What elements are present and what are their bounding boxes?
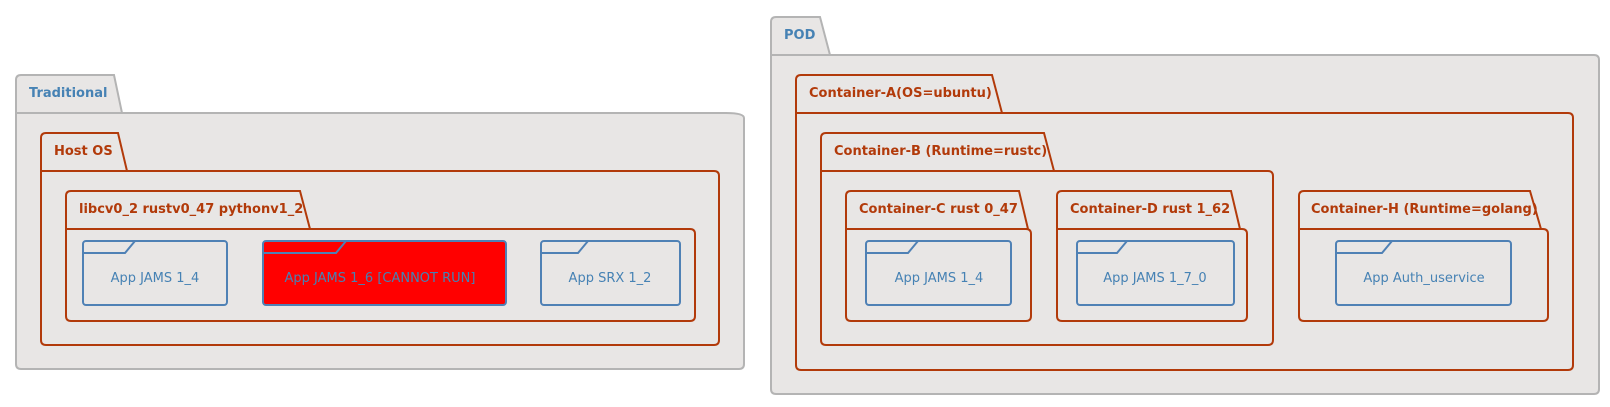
frame-corner <box>541 240 589 254</box>
node-label: App SRX 1_2 <box>569 271 652 286</box>
frame-corner <box>263 240 347 254</box>
package-title-libs: libcv0_2 rustv0_47 pythonv1_2 <box>79 202 303 217</box>
package-title-pod: POD <box>784 28 816 43</box>
frame-corner <box>1336 240 1393 254</box>
node-label: App Auth_uservice <box>1363 271 1484 286</box>
node-app-jams-1-4-pod: App JAMS 1_4 <box>865 240 1012 306</box>
package-title-container-d: Container-D rust 1_62 <box>1070 202 1230 217</box>
node-label: App JAMS 1_6 [CANNOT RUN] <box>285 271 476 286</box>
node-label: App JAMS 1_4 <box>111 271 200 286</box>
node-app-auth-uservice: App Auth_uservice <box>1335 240 1512 306</box>
node-label: App JAMS 1_4 <box>895 271 984 286</box>
node-label: App JAMS 1_7_0 <box>1103 271 1206 286</box>
package-title-host-os: Host OS <box>54 144 113 159</box>
frame-corner <box>83 240 136 254</box>
package-title-traditional: Traditional <box>29 86 107 101</box>
frame-corner <box>866 240 919 254</box>
node-app-jams-1-7-0: App JAMS 1_7_0 <box>1076 240 1235 306</box>
package-title-container-a: Container-A(OS=ubuntu) <box>809 86 992 101</box>
node-app-srx-1-2: App SRX 1_2 <box>540 240 681 306</box>
package-title-container-c: Container-C rust 0_47 <box>859 202 1018 217</box>
node-app-jams-1-4-traditional: App JAMS 1_4 <box>82 240 228 306</box>
node-app-jams-1-6-cannot-run: App JAMS 1_6 [CANNOT RUN] <box>262 240 507 306</box>
package-title-container-b: Container-B (Runtime=rustc) <box>834 144 1047 159</box>
frame-corner <box>1077 240 1128 254</box>
package-title-container-h: Container-H (Runtime=golang) <box>1311 202 1538 217</box>
